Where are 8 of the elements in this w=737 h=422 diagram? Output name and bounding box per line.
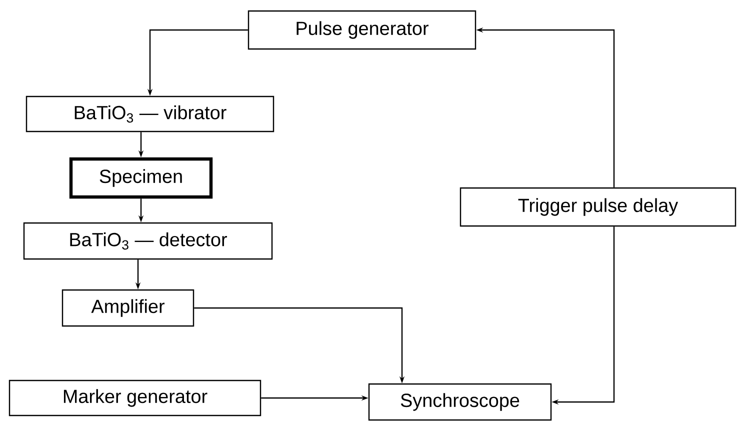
process-box: Marker generator (8, 380, 262, 416)
process-box: Pulse generator (248, 10, 476, 50)
process-box: Synchroscope (368, 383, 552, 421)
process-box: Amplifier (62, 289, 194, 327)
process-box: BaTiO$_{3}$ — detector (23, 222, 273, 260)
process-box: BaTiO$_{3}$ — vibrator (26, 96, 274, 132)
process-box: Specimen (69, 157, 213, 199)
process-box: Trigger pulse delay (460, 187, 736, 227)
